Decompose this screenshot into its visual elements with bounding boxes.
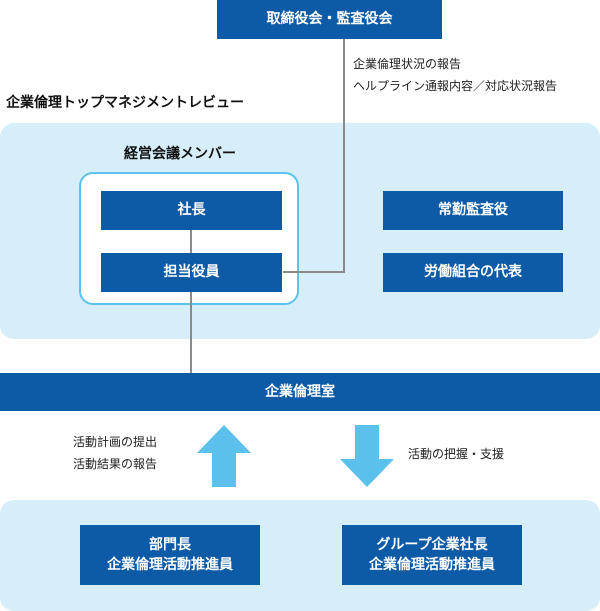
connector-officer-horizontal <box>283 271 345 273</box>
union-rep-label: 労働組合の代表 <box>424 264 522 281</box>
auditor-box: 常勤監査役 <box>383 191 563 230</box>
auditor-label: 常勤監査役 <box>438 202 508 219</box>
president-box: 社長 <box>101 191 282 230</box>
connector-board-vertical <box>343 39 345 273</box>
dept-head-line-1: 部門長 <box>149 536 191 553</box>
down-arrow-label: 活動の把握・支援 <box>408 447 505 461</box>
group-president-line-2: 企業倫理活動推進員 <box>369 557 495 573</box>
report-line-2: ヘルプライン通報内容／対応状況報告 <box>353 79 558 93</box>
dept-head-box: 部門長 企業倫理活動推進員 <box>80 525 260 585</box>
dept-head-line-2: 企業倫理活動推進員 <box>107 557 233 573</box>
board-box-label: 取締役会・監査役会 <box>266 11 393 28</box>
officer-label: 担当役員 <box>163 264 220 281</box>
group-president-line-1: グループ企業社長 <box>376 536 488 553</box>
officer-box: 担当役員 <box>101 253 282 292</box>
up-label-2: 活動結果の報告 <box>73 457 158 471</box>
connector-officer-office <box>190 230 192 375</box>
board-box: 取締役会・監査役会 <box>217 0 442 39</box>
up-label-1: 活動計画の提出 <box>73 435 158 449</box>
group-president-box: グループ企業社長 企業倫理活動推進員 <box>342 525 522 585</box>
ethics-office-bar: 企業倫理室 <box>0 373 600 411</box>
down-arrow-icon <box>340 425 394 487</box>
up-arrow-label: 活動計画の提出 活動結果の報告 <box>73 431 157 475</box>
up-arrow-icon <box>197 425 251 487</box>
report-line-1: 企業倫理状況の報告 <box>353 57 462 71</box>
president-label: 社長 <box>177 202 206 219</box>
union-rep-box: 労働組合の代表 <box>383 253 563 292</box>
review-title: 企業倫理トップマネジメントレビュー <box>6 95 244 111</box>
report-label: 企業倫理状況の報告 ヘルプライン通報内容／対応状況報告 <box>353 53 557 97</box>
members-title: 経営会議メンバー <box>124 146 236 162</box>
ethics-office-label: 企業倫理室 <box>265 383 335 400</box>
